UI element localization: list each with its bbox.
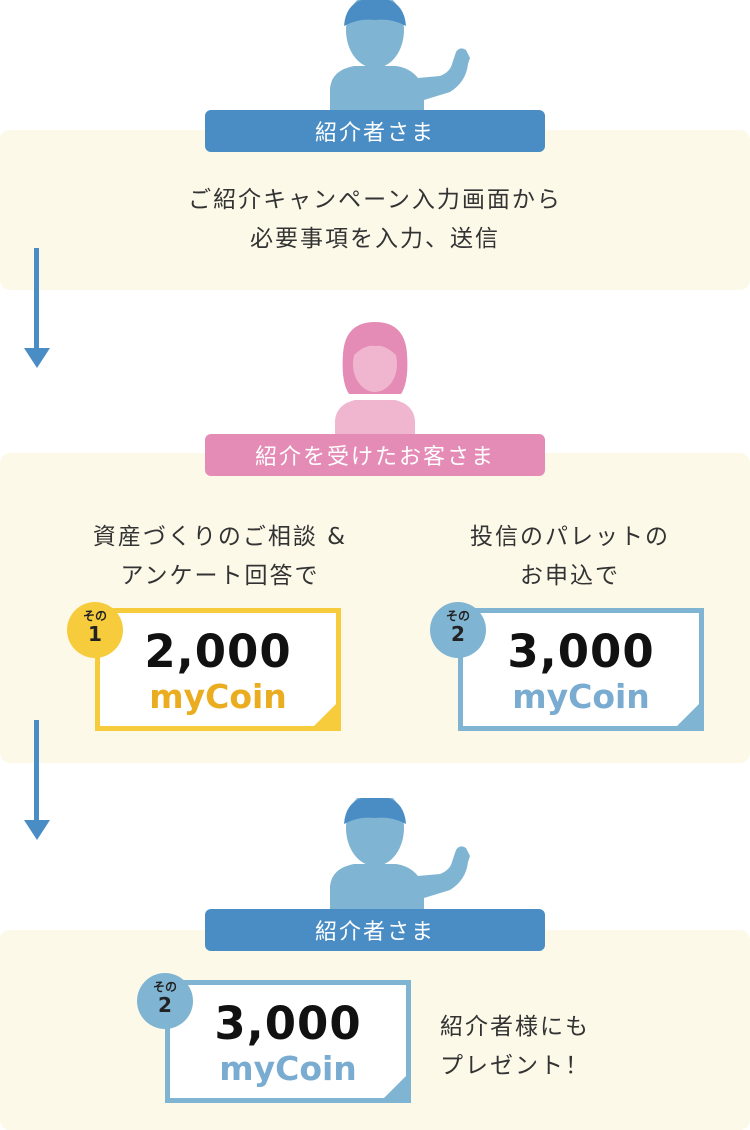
referrer-person-icon	[330, 0, 473, 112]
step3-text-line1: 紹介者様にも	[440, 1014, 590, 1040]
offer1-badge-prefix: その	[82, 609, 107, 623]
step3-coin-unit: myCoin	[219, 1049, 357, 1088]
flow-arrow-down-icon	[24, 720, 50, 840]
offer1-coin-amount: 2,000	[144, 625, 292, 678]
step3-coin-card: 3,000 myCoin	[165, 980, 411, 1103]
step3-card-corner	[383, 1075, 406, 1098]
offer2-text-line2: お申込で	[520, 563, 620, 589]
offer1-badge-number: 1	[88, 622, 102, 646]
step3-badge: その 2	[137, 973, 193, 1029]
offer2-coin-amount: 3,000	[507, 625, 655, 678]
customer-person-icon	[335, 322, 415, 442]
offer2-text-line1: 投信のパレットの	[470, 524, 670, 550]
step3-role-label: 紹介者さま	[205, 909, 545, 951]
step1-panel	[0, 130, 750, 290]
offer1-coin-unit: myCoin	[149, 677, 287, 716]
offer2-coin-card: 3,000 myCoin	[458, 608, 704, 731]
offer1-badge: その 1	[67, 602, 123, 658]
offer2-card-corner	[676, 703, 699, 726]
offer1-card-corner	[313, 703, 336, 726]
offer2-badge-prefix: その	[445, 609, 470, 623]
step1-role-label: 紹介者さま	[205, 110, 545, 152]
step1-text-line2: 必要事項を入力、送信	[250, 226, 500, 252]
step2-role-label: 紹介を受けたお客さま	[205, 434, 545, 476]
step3-badge-number: 2	[158, 993, 172, 1017]
offer1-coin-card: 2,000 myCoin	[95, 608, 341, 731]
offer1-text-line2: アンケート回答で	[120, 563, 320, 589]
step3-coin-amount: 3,000	[214, 997, 362, 1050]
offer2-badge: その 2	[430, 602, 486, 658]
offer1-text-line1: 資産づくりのご相談 &	[92, 524, 348, 550]
step1-text-line1: ご紹介キャンペーン入力画面から	[188, 187, 562, 213]
offer2-coin-unit: myCoin	[512, 677, 650, 716]
offer2-badge-number: 2	[451, 622, 465, 646]
flow-arrow-down-icon	[24, 248, 50, 368]
step3-text-line2: プレゼント！	[440, 1053, 590, 1079]
step3-badge-prefix: その	[152, 980, 177, 994]
referrer-person-icon	[330, 798, 473, 910]
